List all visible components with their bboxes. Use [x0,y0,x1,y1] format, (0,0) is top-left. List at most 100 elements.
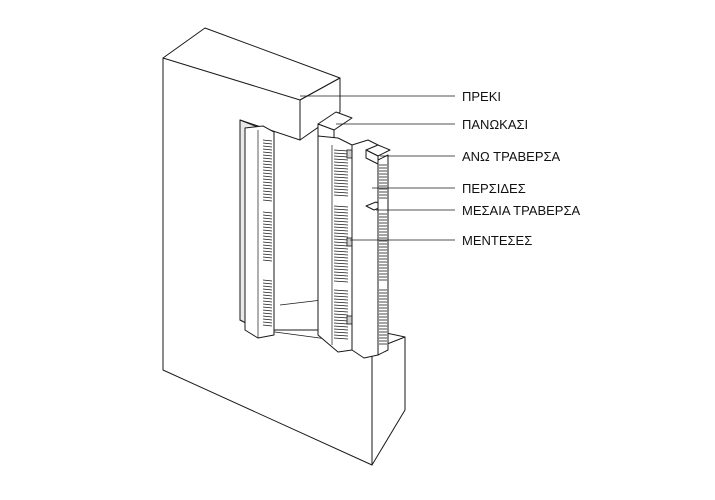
louver-slat [262,300,273,303]
louver-slat [333,310,349,313]
louver-slat [262,321,273,324]
louver-slat [262,256,273,259]
louver-slat [262,187,273,190]
louver-slat [333,250,349,253]
louver-slat [262,139,273,142]
louver-slat [333,247,349,250]
louver-slat [333,274,349,277]
louver-slat [333,256,349,259]
leader-lines [300,95,455,241]
louver-slat [333,152,349,155]
sill-right-face [371,336,406,466]
labels: ΠΡΕΚΙ ΠΑΝΩΚΑΣΙ ΑΝΩ ΤΡΑΒΕΡΣΑ ΠΕΡΣΙΔΕΣ ΜΕΣ… [462,89,581,248]
louver-slat [333,229,349,232]
label-preki: ΠΡΕΚΙ [462,89,501,104]
louver-slat [333,325,349,328]
louver-slat [333,182,349,185]
louver-slat [262,303,273,306]
louver-slat [333,170,349,173]
louver-slat [262,172,273,175]
lintel-front-face [299,77,341,141]
louver-slat [333,241,349,244]
louver-slat [262,148,273,151]
louver-slat [262,288,273,291]
louver-slat [333,238,349,241]
louver-slat [262,315,273,318]
right-louvers [379,164,387,345]
louver-slat [333,155,349,158]
louver-slat [333,328,349,331]
louver-slat [262,259,273,262]
louver-slat [262,309,273,312]
louver-slat [262,241,273,244]
louver-slat [333,205,349,208]
left-frame [244,125,275,339]
louver-slat [262,154,273,157]
louver-slat [262,285,273,288]
louver-slat [262,279,273,282]
louver-slat [333,337,349,340]
louver-slat [262,214,273,217]
left-louvers [262,139,273,327]
louver-slat [333,319,349,322]
louver-slat [333,191,349,194]
louver-slat [262,232,273,235]
louver-slat [333,253,349,256]
louver-slat [262,318,273,321]
louver-slat [333,235,349,238]
louver-slat [333,298,349,301]
louver-slat [333,313,349,316]
louver-slat [333,277,349,280]
louver-slat [262,211,273,214]
louver-slat [333,223,349,226]
louver-slat [262,282,273,285]
louver-slat [333,164,349,167]
louver-slat [333,265,349,268]
louver-slat [333,211,349,214]
louver-slat [262,184,273,187]
louver-slat [262,223,273,226]
louver-slat [333,194,349,197]
louver-slat [333,161,349,164]
center-louvers [333,149,349,340]
louver-slat [262,229,273,232]
louver-slat [262,306,273,309]
louver-slat [262,247,273,250]
louver-slat [333,185,349,188]
louver-slat [333,188,349,191]
louver-slat [333,322,349,325]
louver-slat [333,176,349,179]
louver-slat [333,271,349,274]
louver-slat [333,214,349,217]
right-outer-leaf [377,154,389,356]
louver-slat [262,244,273,247]
louver-slat [262,217,273,220]
center-leaf [317,135,353,353]
louver-slat [262,163,273,166]
louver-slat [333,259,349,262]
left-frame-outer [244,125,275,339]
hinge-top [346,149,353,159]
louver-slat [262,250,273,253]
louver-slat [333,173,349,176]
louver-slat [262,193,273,196]
louver-slat [262,190,273,193]
louver-slat [262,151,273,154]
louver-slat [262,175,273,178]
label-panokasi: ΠΑΝΩΚΑΣΙ [462,117,528,132]
louver-slat [262,160,273,163]
louver-slat [262,235,273,238]
louver-slat [262,199,273,202]
louver-slat [333,280,349,283]
louver-slat [262,178,273,181]
louver-slat [262,294,273,297]
louver-slat [262,220,273,223]
louver-slat [333,289,349,292]
louver-slat [262,312,273,315]
louver-slat [333,217,349,220]
louver-slat [333,292,349,295]
louver-slat [262,291,273,294]
louver-slat [333,244,349,247]
louver-slat [333,304,349,307]
